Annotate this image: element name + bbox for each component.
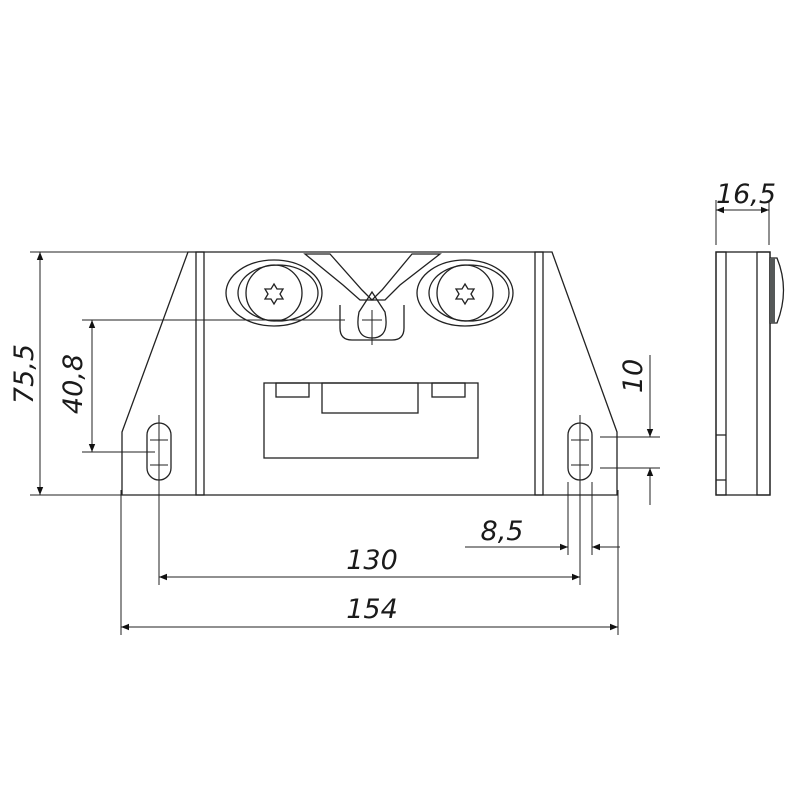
spring-seat-right bbox=[431, 382, 466, 398]
screw-left bbox=[225, 259, 323, 327]
screw-right bbox=[416, 259, 514, 327]
side-base bbox=[715, 251, 727, 496]
side-catch bbox=[769, 257, 785, 324]
right-rail bbox=[534, 251, 544, 496]
spring-arm-right bbox=[370, 253, 442, 301]
side-view bbox=[715, 251, 785, 496]
torx-icon bbox=[454, 282, 476, 306]
front-view bbox=[121, 251, 618, 496]
pin-center-mark bbox=[362, 310, 382, 345]
window-opening bbox=[263, 382, 479, 459]
dim-height-total: 75,5 bbox=[9, 344, 40, 404]
side-body bbox=[715, 251, 771, 496]
left-rail bbox=[195, 251, 205, 496]
slider bbox=[321, 382, 419, 414]
dim-hole-spacing: 130 bbox=[346, 545, 398, 576]
dimensions: 75,5 40,8 10 8,5 130 154 16,5 bbox=[9, 179, 776, 635]
side-cover bbox=[756, 251, 771, 496]
dim-slot-width: 8,5 bbox=[481, 516, 524, 547]
dim-width-total: 154 bbox=[346, 594, 398, 625]
spring-arm-left bbox=[303, 253, 374, 301]
dim-height-pin: 40,8 bbox=[58, 354, 89, 414]
torx-icon bbox=[263, 282, 285, 306]
mounting-slot-right bbox=[567, 415, 593, 490]
housing-body bbox=[121, 251, 618, 496]
spring-seat-left bbox=[275, 382, 310, 398]
dim-depth: 16,5 bbox=[716, 179, 776, 210]
dim-slot-length: 10 bbox=[618, 359, 649, 393]
